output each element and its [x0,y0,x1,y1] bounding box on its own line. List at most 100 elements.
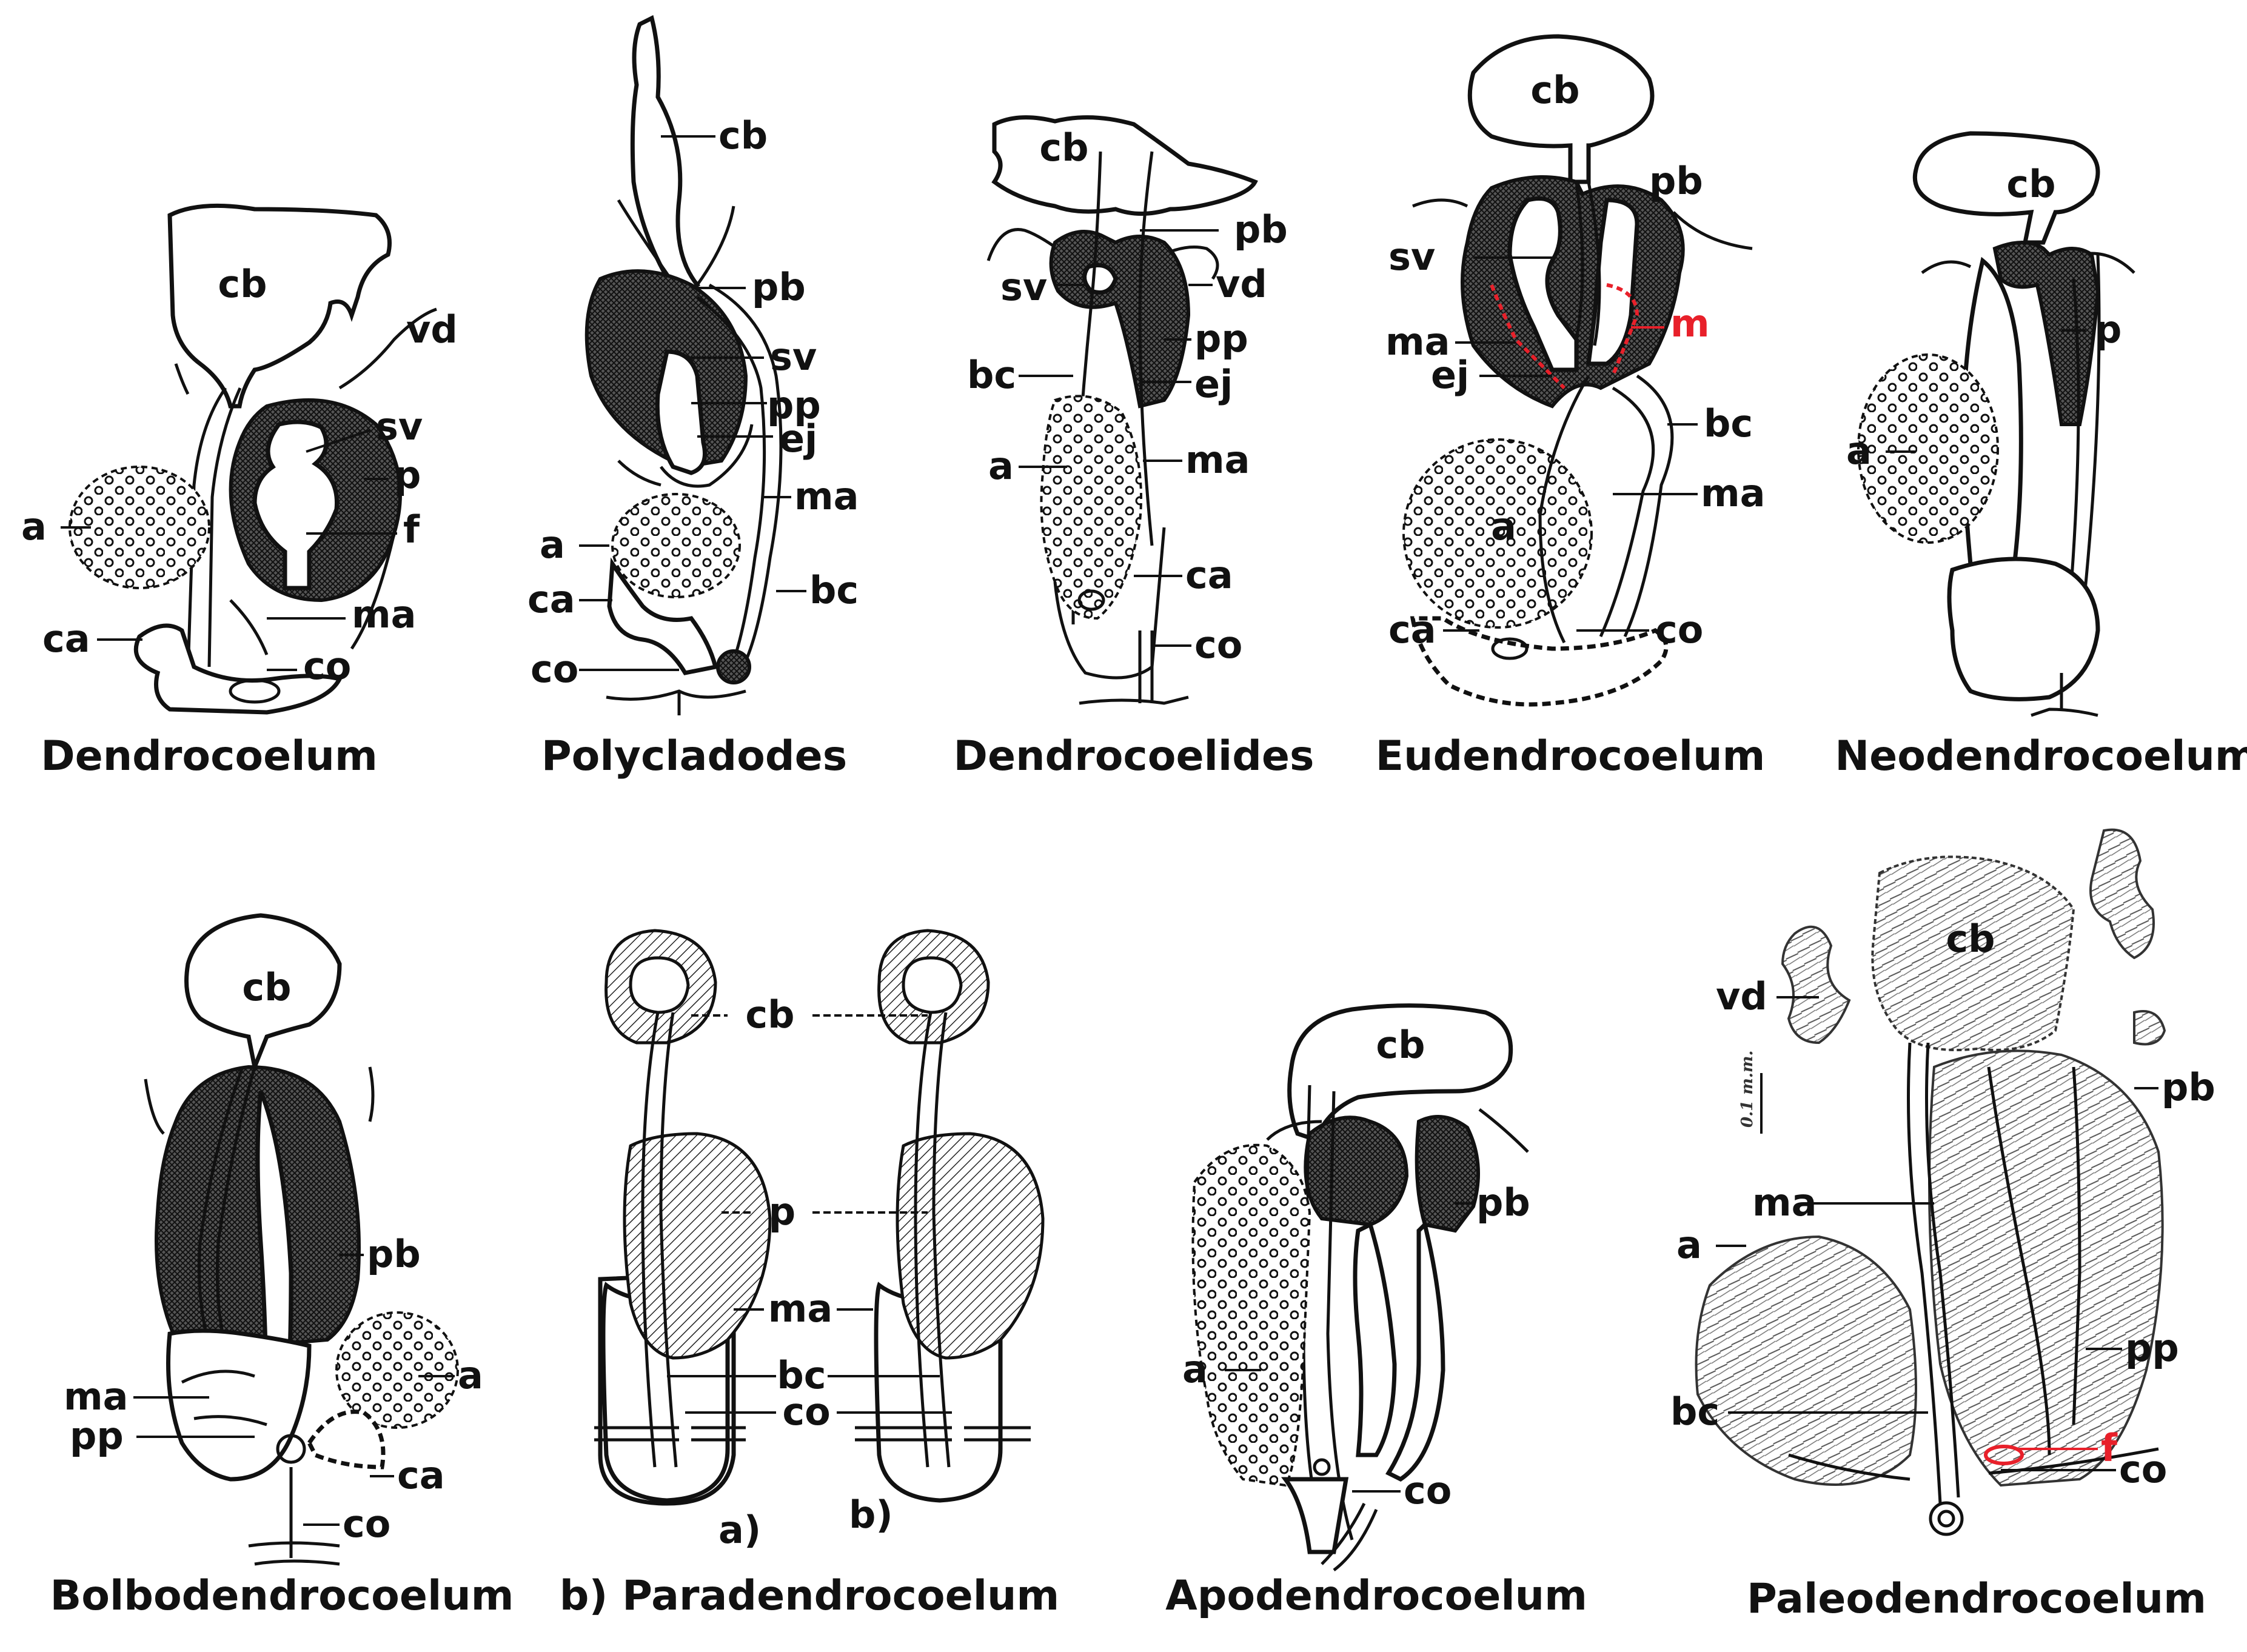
label-pp: pp [2125,1326,2179,1370]
panel-bolbodendrocoelum: cb pb a ma pp ca co Bolbodendrocoelum [50,913,514,1620]
body-wall [1788,1447,2159,1481]
atrium [1695,1235,1917,1486]
label-pp: pp [70,1414,124,1458]
vas-deferens [1266,1108,1529,1153]
label-a: a [21,504,47,549]
label-a: a [1182,1347,1208,1391]
label-cb: cb [218,262,267,306]
copulatory-bursa [630,15,701,300]
variant-b: b) [849,929,1045,1537]
panel-title: Bolbodendrocoelum [50,1572,514,1620]
atrium-dotted [611,493,741,598]
common-atrium [133,623,343,715]
label-ma: ma [1385,319,1450,364]
highlight-f [1984,1445,2024,1465]
label-co: co [2119,1447,2167,1491]
panel-eudendrocoelum: cb pb sv m ma ej bc ma a ca co Eudendroc… [1376,34,1766,780]
common-atrium [1281,1477,1349,1554]
male-atrium [1053,527,1166,680]
label-a: a [1846,429,1872,473]
label-pb: pb [1476,1180,1530,1225]
male-atrium [1987,1066,2081,1456]
label-a: a [1491,504,1516,549]
label-co: co [343,1502,390,1546]
gonopore [1491,637,1529,660]
label-ca: ca [42,617,90,661]
label-ej: ej [779,416,817,461]
vas-deferens [1781,925,1851,1045]
label-a: a [1676,1223,1702,1267]
panel-neodendrocoelum: cb p a Neodendrocoelum [1835,131,2247,780]
label-p: p [2095,307,2121,352]
label-a: a [458,1353,483,1397]
body-wall [594,1426,746,1442]
label-ma: ma [794,474,859,518]
penial-lumen [1586,198,1639,366]
copulatory-bursa [604,929,717,1045]
panel-title: Dendrocoelides [954,732,1314,780]
label-p: p [769,1189,795,1234]
label-bc: bc [967,353,1016,397]
label-pb: pb [2162,1065,2215,1109]
label-ma: ma [768,1286,832,1331]
penis-bulb-2 [1415,1115,1480,1233]
label-cb: cb [1530,68,1579,112]
male-atrium [166,1328,312,1482]
label-vd: vd [1716,974,1767,1018]
gonopore-inner [1937,1510,1955,1528]
gonopore [1077,589,1105,611]
body-wall [248,1467,340,1566]
penis-bulb [1992,241,2100,426]
common-atrium [306,1410,386,1470]
label-ca: ca [1185,553,1233,597]
label-b-variant: b) [849,1493,893,1537]
label-bc: bc [809,568,859,612]
common-atrium [1947,557,2100,701]
variant-a: a) [594,929,772,1552]
label-sv: sv [770,335,817,379]
body-fold [144,1066,375,1135]
common-atrium [1410,616,1669,707]
panel-dendrocoelides: cb pb sv vd pp bc ej a ma ca co Dendroco… [954,115,1314,780]
body-wall [1321,1502,1378,1571]
male-atrium [1538,375,1590,644]
seminal-vesicle [1507,196,1579,372]
label-ej: ej [1194,362,1233,406]
label-cb: cb [1039,125,1088,170]
copulatory-bursa [991,115,1258,216]
label-pp: pp [1194,316,1248,361]
panel-title: Paleodendrocoelum [1747,1575,2206,1623]
label-bc: bc [1670,1389,1720,1434]
papilla-fold [181,1369,267,1426]
panel-paleodendrocoelum: 0.1 m.m. cb vd pb ma a pp bc f co Paleod… [1670,828,2215,1623]
label-sv: sv [1000,265,1047,309]
label-bc: bc [1704,401,1753,446]
male-atrium [229,533,396,655]
penis-bulb [1304,1115,1409,1227]
panel-title: Eudendrocoelum [1376,732,1766,780]
bursal-canal [1907,1042,1960,1504]
penis-bulb [1928,1049,2164,1487]
panel-title: Apodendrocoelum [1165,1572,1587,1620]
label-co: co [1655,607,1703,652]
label-a-variant: a) [718,1508,761,1552]
gonopore [1313,1458,1331,1476]
label-ma-2: ma [1701,471,1765,515]
penial-papilla [655,349,707,475]
vas-deferens-tip [2133,1010,2166,1046]
label-pb: pb [752,265,806,309]
label-ej: ej [1431,353,1469,397]
label-co: co [1194,623,1242,667]
label-ma: ma [64,1374,128,1419]
label-cb: cb [242,965,291,1009]
label-ma: ma [1185,438,1250,482]
label-pb: pb [1234,207,1288,252]
label-f: f [403,507,420,552]
panel-polycladodes: cb pb sv pp ej ma a ca bc co Polycladode… [527,15,859,780]
panel-apodendrocoelum: cb pb a co Apodendrocoelum [1165,1003,1587,1620]
panel-dendrocoelum: cb vd sv p a f ma ca co Dendrocoelum [21,203,458,780]
label-co: co [782,1389,830,1434]
body-wall [2031,673,2098,717]
bursal-canal [696,283,783,674]
